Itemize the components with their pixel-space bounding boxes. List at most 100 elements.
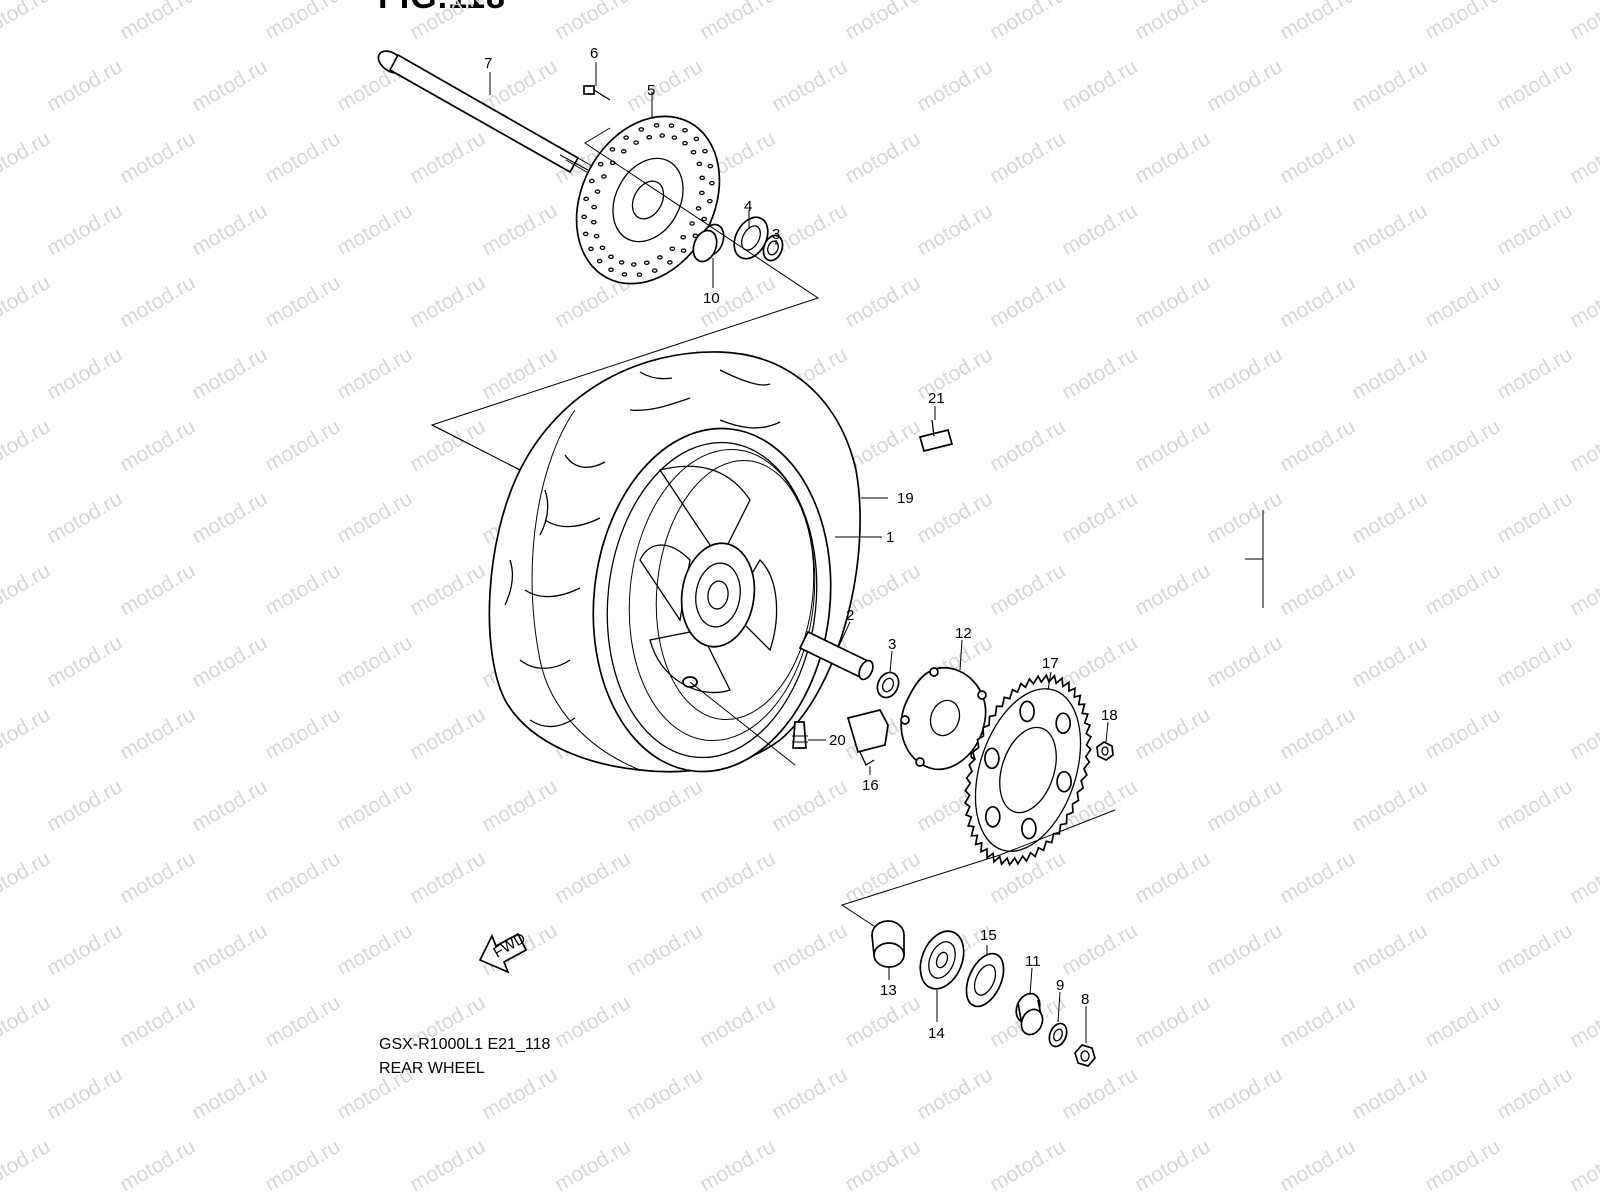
brake-disc[interactable] [548, 91, 747, 308]
part-label-11[interactable]: 11 [1025, 953, 1041, 970]
sprocket-oil-seal[interactable] [959, 948, 1011, 1012]
disc-hole [680, 234, 687, 240]
part-label-19[interactable]: 19 [897, 490, 914, 507]
part-label-9[interactable]: 9 [1056, 977, 1064, 994]
part-label-2[interactable]: 2 [846, 607, 854, 624]
part-label-13[interactable]: 13 [880, 982, 897, 999]
part-label-14[interactable]: 14 [928, 1025, 945, 1042]
hub-bearing[interactable] [873, 669, 902, 701]
sprocket-hole [1019, 700, 1035, 723]
watermark-text: motod.ru [1131, 991, 1214, 1052]
part-label-8[interactable]: 8 [1081, 991, 1089, 1008]
axle-nut[interactable] [1074, 1044, 1096, 1067]
watermark-text: motod.ru [1348, 199, 1431, 260]
watermark-text: motod.ru [261, 0, 344, 44]
watermark-text: motod.ru [1421, 0, 1504, 44]
watermark-text: motod.ru [0, 847, 54, 908]
disc-hole [599, 245, 606, 251]
watermark-text: motod.ru [0, 1135, 54, 1196]
sprocket-nut[interactable] [1096, 741, 1114, 761]
disc-hole [582, 231, 589, 237]
part-label-15[interactable]: 15 [980, 927, 997, 944]
part-label-3b[interactable]: 3 [888, 636, 896, 653]
watermark-text: motod.ru [1421, 703, 1504, 764]
disc-hole [671, 135, 678, 140]
disc-hole [669, 246, 676, 251]
part-label-5[interactable]: 5 [647, 82, 655, 99]
part-label-12[interactable]: 12 [955, 625, 972, 642]
part-label-21[interactable]: 21 [928, 390, 945, 407]
disc-hole [596, 258, 603, 264]
disc-hole [618, 260, 625, 265]
disc-hole [620, 149, 627, 154]
sprocket-bearing[interactable] [912, 925, 972, 996]
part-label-7[interactable]: 7 [484, 55, 492, 72]
watermark-text: motod.ru [1203, 199, 1286, 260]
model-code: GSX-R1000L1 E21_118 [379, 1036, 551, 1053]
part-label-6[interactable]: 6 [590, 45, 598, 62]
part-label-1[interactable]: 1 [886, 529, 894, 546]
watermark-text: motod.ru [188, 487, 271, 548]
part-label-4[interactable]: 4 [744, 198, 752, 215]
part-label-20[interactable]: 20 [829, 732, 846, 749]
watermark-text: motod.ru [1058, 631, 1141, 692]
axle-spacer[interactable] [1012, 990, 1047, 1038]
part-label-3[interactable]: 3 [772, 226, 780, 243]
collar[interactable] [871, 920, 905, 968]
bolt[interactable] [583, 85, 611, 101]
part-label-18[interactable]: 18 [1101, 707, 1118, 724]
watermark-text: motod.ru [478, 1063, 561, 1124]
disc-hole [608, 254, 614, 260]
hub-spacer[interactable] [798, 630, 876, 682]
part-label-16[interactable]: 16 [862, 777, 879, 794]
watermark-text: motod.ru [1203, 775, 1286, 836]
tire-valve[interactable] [792, 721, 808, 749]
watermark-text: motod.ru [478, 199, 561, 260]
watermark-text: motod.ru [1131, 127, 1214, 188]
watermark-text: motod.ru [1493, 199, 1576, 260]
watermark-text: motod.ru [1276, 271, 1359, 332]
watermark-text: motod.ru [1493, 775, 1576, 836]
balancer-weight[interactable] [918, 419, 954, 453]
watermark-text: motod.ru [1058, 1063, 1141, 1124]
axle[interactable] [374, 47, 593, 175]
disc-hole [699, 175, 706, 181]
watermark-text: motod.ru [406, 127, 489, 188]
watermark-text: motod.ru [116, 127, 199, 188]
watermark-text: motod.ru [116, 703, 199, 764]
watermark-text: motod.ru [333, 343, 416, 404]
watermark-text: motod.ru [1058, 919, 1141, 980]
part-label-10[interactable]: 10 [703, 290, 720, 307]
watermark-text: motod.ru [1203, 919, 1286, 980]
disc-hole [680, 248, 687, 253]
watermark-text: motod.ru [1421, 847, 1504, 908]
figure-name: REAR WHEEL [379, 1060, 485, 1077]
watermark-text: motod.ru [1348, 487, 1431, 548]
bearing[interactable] [760, 233, 786, 264]
disc-hole [668, 123, 675, 128]
disc-hole [581, 214, 587, 220]
watermark-text: motod.ru [841, 1135, 924, 1196]
watermark-text: motod.ru [1276, 0, 1359, 44]
washer[interactable] [1046, 1021, 1070, 1049]
tire-tread-grooves [504, 369, 781, 728]
watermark-text: motod.ru [333, 919, 416, 980]
watermark-text: motod.ru [1421, 559, 1504, 620]
watermark-text: motod.ru [696, 1135, 779, 1196]
rear-sprocket[interactable] [956, 673, 1099, 867]
disc-hole [693, 136, 700, 142]
wheel-hub[interactable] [675, 538, 761, 651]
sprocket-bolt-holes [984, 700, 1072, 840]
watermark-text: motod.ru [1348, 1063, 1431, 1124]
watermark-text: motod.ru [188, 199, 271, 260]
watermark-text: motod.ru [1566, 991, 1600, 1052]
watermark-text: motod.ru [116, 991, 199, 1052]
spacer[interactable] [689, 221, 728, 265]
watermark-text: motod.ru [913, 343, 996, 404]
part-label-17[interactable]: 17 [1042, 655, 1059, 672]
watermark-text: motod.ru [261, 1135, 344, 1196]
disc-hole [630, 262, 637, 267]
watermark-text: motod.ru [261, 991, 344, 1052]
disc-hole [588, 246, 594, 252]
wheel-damper[interactable] [846, 709, 889, 766]
